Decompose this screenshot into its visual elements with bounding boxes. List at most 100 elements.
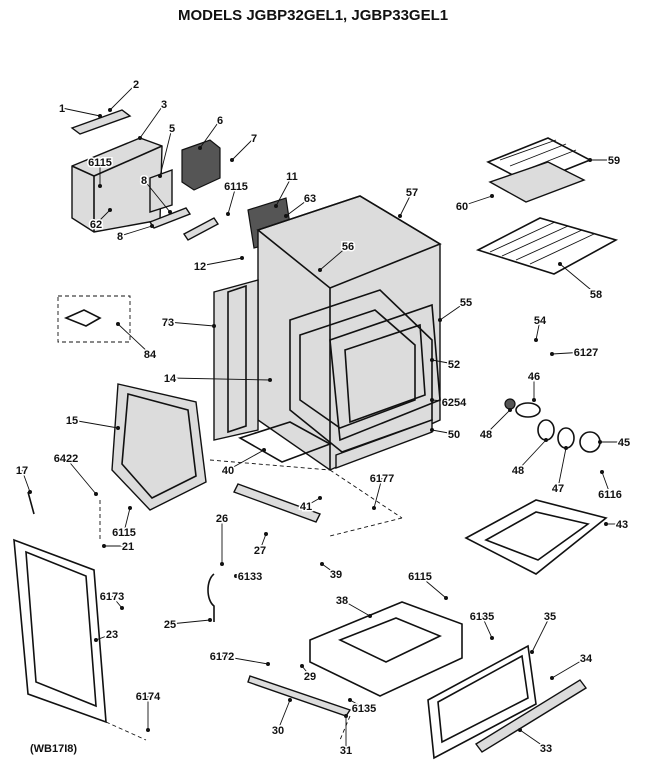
callout-dot (532, 398, 536, 402)
callout-label: 6172 (210, 651, 234, 663)
callout-dot (564, 446, 568, 450)
callout-label: 1 (59, 103, 65, 115)
bottom-panel (238, 421, 332, 463)
support-bar-27 (233, 483, 321, 523)
callout-label: 8 (141, 175, 147, 187)
callout-43: 43 (604, 518, 630, 533)
callout-leader (139, 103, 165, 139)
callout-dot (320, 562, 324, 566)
callout-label: 48 (480, 429, 492, 441)
callout-dot (108, 208, 112, 212)
callout-dot (234, 574, 238, 578)
callout-label: 34 (580, 653, 593, 665)
callout-dot (318, 496, 322, 500)
callout-leader (341, 599, 371, 617)
callout-leader (419, 575, 447, 599)
callout-31: 31 (338, 714, 354, 759)
callout-6173: 6173 (98, 590, 126, 610)
callout-6115: 6115 (407, 570, 448, 600)
callout-leader (559, 263, 597, 295)
strip-17 (27, 491, 35, 515)
callout-label: 30 (272, 725, 284, 737)
callout-38: 38 (334, 594, 372, 618)
callout-6116: 6116 (597, 470, 623, 503)
hook-part-25 (207, 573, 215, 622)
callout-label: 60 (456, 201, 468, 213)
callout-14: 14 (162, 372, 272, 387)
callout-6127: 6127 (550, 346, 600, 361)
callout-48: 48 (478, 408, 512, 443)
callout-dot (208, 618, 212, 622)
callout-label: 2 (133, 79, 139, 91)
callout-dot (550, 676, 554, 680)
callout-leader (431, 399, 455, 403)
callout-dot (344, 714, 348, 718)
callout-dot (212, 324, 216, 328)
callout-40: 40 (220, 448, 266, 479)
callout-dot (550, 352, 554, 356)
callout-leader (481, 615, 493, 639)
callout-leader (517, 439, 547, 471)
callout-leader (199, 119, 221, 149)
callout-dot (102, 544, 106, 548)
callout-dot (588, 158, 592, 162)
callout-dot (168, 210, 172, 214)
trim-strip-part (70, 109, 132, 135)
callout-dot (530, 650, 534, 654)
callout-leader (159, 127, 173, 177)
callout-52: 52 (430, 358, 462, 373)
callout-label: 6135 (352, 703, 376, 715)
callout-leader (485, 409, 511, 435)
callout-dot (490, 636, 494, 640)
broiler-drawer-tray (464, 499, 608, 575)
callout-leader (431, 429, 455, 435)
callout-leader (169, 619, 211, 625)
callout-dot (158, 174, 162, 178)
callout-58: 58 (558, 262, 604, 303)
callout-dot (430, 358, 434, 362)
callout-6115: 6115 (87, 156, 113, 188)
callout-6133: 6133 (234, 570, 264, 585)
callout-label: 47 (552, 483, 564, 495)
callout-dot (604, 522, 608, 526)
callout-55: 55 (438, 296, 474, 322)
callout-label: 6174 (136, 691, 161, 703)
callout-leader (373, 477, 383, 509)
callout-label: 6115 (408, 571, 432, 583)
cover-plate-84 (57, 295, 131, 343)
callout-dot (508, 408, 512, 412)
storage-drawer (309, 601, 463, 697)
callout-6115: 6115 (223, 180, 249, 216)
callout-leader (601, 471, 611, 495)
callout-dot (600, 470, 604, 474)
callout-leader (95, 209, 111, 225)
callout-60: 60 (454, 194, 494, 215)
callout-leader (221, 655, 269, 665)
callout-leader (119, 225, 153, 237)
callout-leader (301, 665, 311, 677)
callout-dot (558, 262, 562, 266)
callout-leader (227, 449, 265, 471)
callout-label: 6115 (224, 181, 248, 193)
callout-dot (28, 490, 32, 494)
callout-leader (123, 507, 131, 533)
callout-23: 23 (94, 628, 120, 643)
callout-6135: 6135 (348, 698, 378, 717)
burner-parts (504, 398, 601, 453)
callout-label: 6116 (598, 489, 622, 501)
callout-6172: 6172 (208, 650, 270, 666)
callout-leader (305, 497, 321, 507)
callout-dot (94, 492, 98, 496)
callout-dot (300, 664, 304, 668)
callout-label: 17 (16, 465, 28, 477)
callout-label: 48 (512, 465, 524, 477)
callout-label: 31 (340, 745, 352, 757)
drawer-rail-30 (247, 675, 352, 717)
callout-leader (277, 699, 291, 731)
callout-label: 6254 (442, 397, 467, 409)
callout-dot (220, 562, 224, 566)
callout-label: 43 (616, 519, 628, 531)
callout-29: 29 (300, 664, 318, 685)
callout-label: 55 (460, 297, 472, 309)
callout-leader (21, 469, 31, 493)
